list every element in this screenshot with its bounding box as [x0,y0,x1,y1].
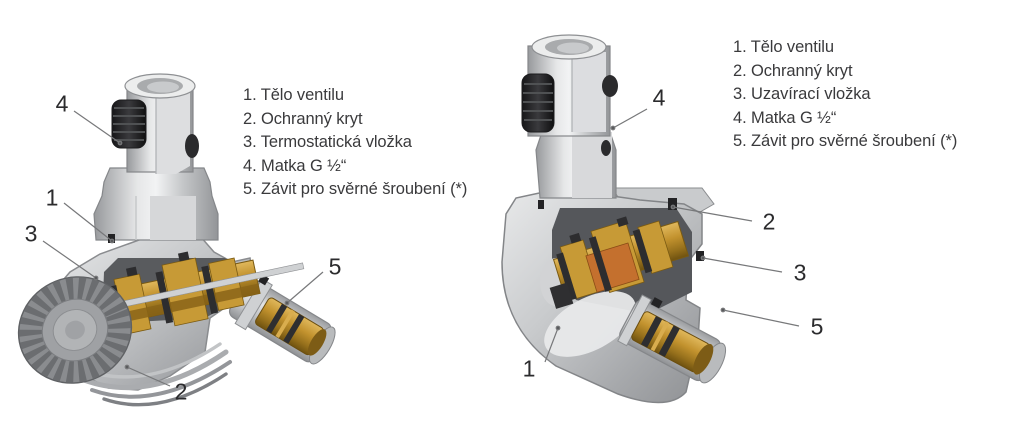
right-callout-2: 2 [762,208,776,235]
right-callout-3: 3 [793,259,807,286]
left-callout1-tab [108,234,115,243]
legend-item: 5. Závit pro svěrné šroubení (*) [243,180,468,198]
right-oring-seal-upper [602,75,618,97]
left-callout-1: 1 [45,184,59,211]
right-callout3-tab [696,251,704,261]
legend-item: 4. Matka G ½“ [733,108,837,127]
left-oring-seal [185,134,199,158]
legend-item: 3. Termostatická vložka [243,133,412,151]
legend-right: 1. Tělo ventilu 2. Ochranný kryt 3. Uzav… [733,36,957,154]
right-callout-5: 5 [810,313,824,340]
right-callout5-tab [650,297,663,309]
right-oring-seal-lower [601,140,611,156]
left-callout-2: 2 [174,378,188,405]
right-bore-opening [544,291,636,357]
legend-item: 1. Tělo ventilu [733,38,834,56]
right-thread-black-band [521,73,555,133]
right-seal-tab [538,200,544,209]
right-callout-1: 1 [522,355,536,382]
right-shutoff-cartridge [549,216,690,309]
legend-left: 1. Tělo ventilu 2. Ochranný kryt 3. Term… [243,84,467,202]
left-callout-5: 5 [328,253,342,280]
leader-lines [42,108,800,387]
left-valve-figure [17,73,336,407]
legend-item: 4. Matka G ½“ [243,156,347,175]
left-thread-black-band [111,99,147,149]
legend-item: 2. Ochranný kryt [243,109,363,128]
legend-item: 5. Závit pro svěrné šroubení (*) [733,132,958,150]
right-valve-figure [501,34,727,404]
legend-item: 3. Uzavírací vložka [733,85,871,103]
right-valve-neck [521,34,618,199]
legend-item: 2. Ochranný kryt [733,61,853,80]
right-valve-outlet-stub [617,294,727,384]
left-valve-neck [93,73,219,243]
right-callout-4: 4 [652,84,666,111]
left-callout-3: 3 [24,220,38,247]
left-callout-4: 4 [55,90,69,117]
left-ribbed-cover-cap [17,276,133,384]
left-thermostatic-cartridge [89,251,305,335]
right-callout2-tab [668,198,677,210]
legend-item: 1. Tělo ventilu [243,86,344,104]
